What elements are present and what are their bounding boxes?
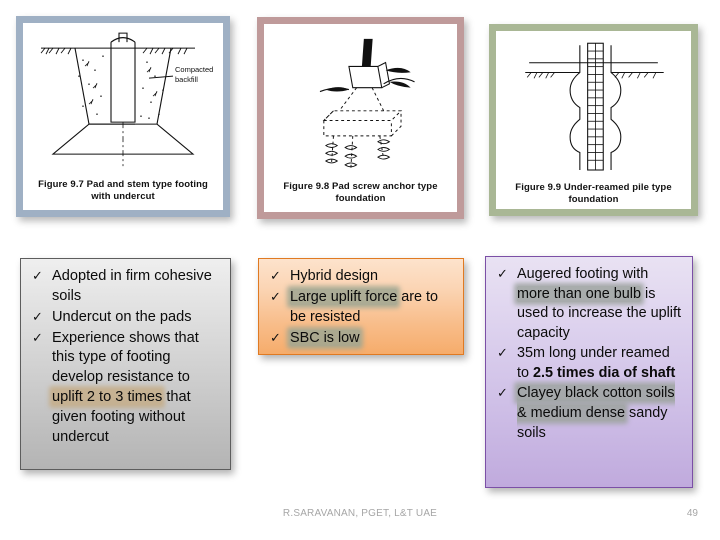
bullet-item: ✓ Large uplift force are to be resisted bbox=[268, 288, 453, 328]
bullet-item: ✓ Experience shows that this type of foot… bbox=[30, 329, 220, 448]
figure-card-pad-and-stem: Compacted backfill Figure 9.7 Pad and st… bbox=[16, 16, 230, 217]
figure-annotation-line1: Compacted bbox=[175, 65, 213, 74]
check-icon: ✓ bbox=[32, 308, 43, 324]
figure-caption: Figure 9.8 Pad screw anchor type foundat… bbox=[283, 181, 438, 205]
pad-and-stem-footing-diagram: Compacted backfill bbox=[23, 23, 223, 179]
footer-credit: R.SARAVANAN, PGET, L&T UAE bbox=[282, 508, 438, 519]
bullet-text-segment: 35m long under reamed to bbox=[517, 345, 670, 381]
figure-inner: Figure 9.8 Pad screw anchor type foundat… bbox=[264, 24, 457, 212]
check-icon: ✓ bbox=[270, 268, 281, 283]
check-icon: ✓ bbox=[270, 288, 281, 304]
bullet-item: ✓ Hybrid design bbox=[268, 267, 453, 287]
bullet-item: ✓ Augered footing with more than one bulb… bbox=[495, 265, 682, 343]
bullet-list-purple: ✓ Augered footing with more than one bulb… bbox=[495, 265, 682, 443]
bullet-box-pad-and-stem: ✓ Adopted in firm cohesive soils ✓ Undercut… bbox=[20, 258, 231, 470]
check-icon: ✓ bbox=[497, 266, 508, 281]
bullet-text-segment: that given footing without undercut bbox=[52, 389, 191, 445]
figure-caption: Figure 9.7 Pad and stem type footing wit… bbox=[38, 179, 208, 203]
bullet-text-segment: Undercut on the pads bbox=[52, 308, 192, 325]
bullet-item: ✓Clayey black cotton soils & medium dens… bbox=[495, 384, 682, 443]
bullet-text-segment: Experience shows that this type of footi… bbox=[52, 329, 199, 386]
pad-screw-anchor-diagram bbox=[264, 24, 457, 181]
bullet-text-segment: Large uplift force bbox=[290, 288, 398, 305]
bullet-box-pad-screw-anchor: ✓ Hybrid design ✓ Large uplift force are to… bbox=[258, 258, 464, 355]
bullet-text-segment: uplift 2 to 3 times bbox=[52, 389, 163, 406]
bullet-text-segment: Augered footing with bbox=[517, 266, 649, 282]
check-icon: ✓ bbox=[32, 329, 43, 345]
check-icon: ✓ bbox=[270, 329, 281, 345]
bullet-text-segment: is used to increase the uplift capacity bbox=[517, 285, 681, 341]
under-reamed-pile-diagram bbox=[496, 31, 691, 182]
check-icon: ✓ bbox=[497, 385, 508, 401]
bullet-text-segment: Adopted in firm cohesive soils bbox=[52, 268, 212, 304]
check-icon: ✓ bbox=[497, 345, 508, 361]
bullet-list-gray: ✓ Adopted in firm cohesive soils ✓ Undercut… bbox=[30, 267, 220, 448]
figure-caption: Figure 9.9 Under-reamed pile type founda… bbox=[515, 182, 672, 206]
bullet-box-under-reamed-pile: ✓ Augered footing with more than one bulb… bbox=[485, 256, 693, 488]
check-icon: ✓ bbox=[32, 268, 43, 283]
bullet-text-segment: 2.5 times dia of shaft bbox=[533, 364, 676, 381]
footer-page-number: 49 bbox=[686, 508, 698, 519]
bullet-list-orange: ✓ Hybrid design ✓ Large uplift force are to… bbox=[268, 267, 453, 349]
bullet-text-segment: more than one bulb bbox=[517, 285, 642, 302]
figure-annotation-line2: backfill bbox=[175, 75, 198, 84]
bullet-item: ✓ SBC is low bbox=[268, 329, 453, 349]
bullet-text-segment: sandy soils bbox=[517, 405, 668, 441]
bullet-text-segment: SBC is low bbox=[290, 329, 360, 346]
figure-inner: Compacted backfill Figure 9.7 Pad and st… bbox=[23, 23, 223, 210]
bullet-text-segment: are to be resisted bbox=[290, 288, 439, 325]
figure-card-pad-screw-anchor: Figure 9.8 Pad screw anchor type foundat… bbox=[257, 17, 464, 219]
bullet-item: ✓ Undercut on the pads bbox=[30, 308, 220, 328]
figure-card-under-reamed-pile: Figure 9.9 Under-reamed pile type founda… bbox=[489, 24, 698, 216]
figure-inner: Figure 9.9 Under-reamed pile type founda… bbox=[496, 31, 691, 209]
bullet-item: ✓ Adopted in firm cohesive soils bbox=[30, 267, 220, 307]
bullet-item: ✓ 35m long under reamed to 2.5 times dia … bbox=[495, 344, 682, 383]
bullet-text-segment: Hybrid design bbox=[290, 268, 378, 284]
